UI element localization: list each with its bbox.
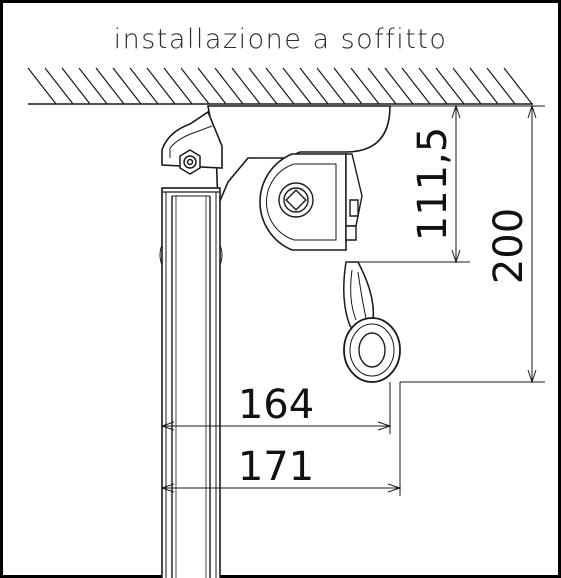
- dimension-d3: 164: [238, 382, 314, 428]
- dimension-lines: [160, 104, 545, 496]
- strap-mechanism: [345, 153, 363, 241]
- hex-nut-icon: [179, 149, 201, 175]
- ceiling-bracket: [207, 105, 391, 207]
- pull-handle-icon: [343, 261, 401, 383]
- square-drive-icon: [278, 182, 314, 218]
- vertical-rail: [159, 187, 223, 578]
- dimension-d2: 200: [486, 208, 532, 284]
- installation-title: installazione a soffitto: [113, 24, 448, 55]
- hinge-cap: [161, 110, 223, 169]
- dimension-d1: 111,5: [410, 127, 456, 242]
- dimension-d4: 171: [238, 444, 314, 490]
- ceiling-hatch: [27, 67, 533, 105]
